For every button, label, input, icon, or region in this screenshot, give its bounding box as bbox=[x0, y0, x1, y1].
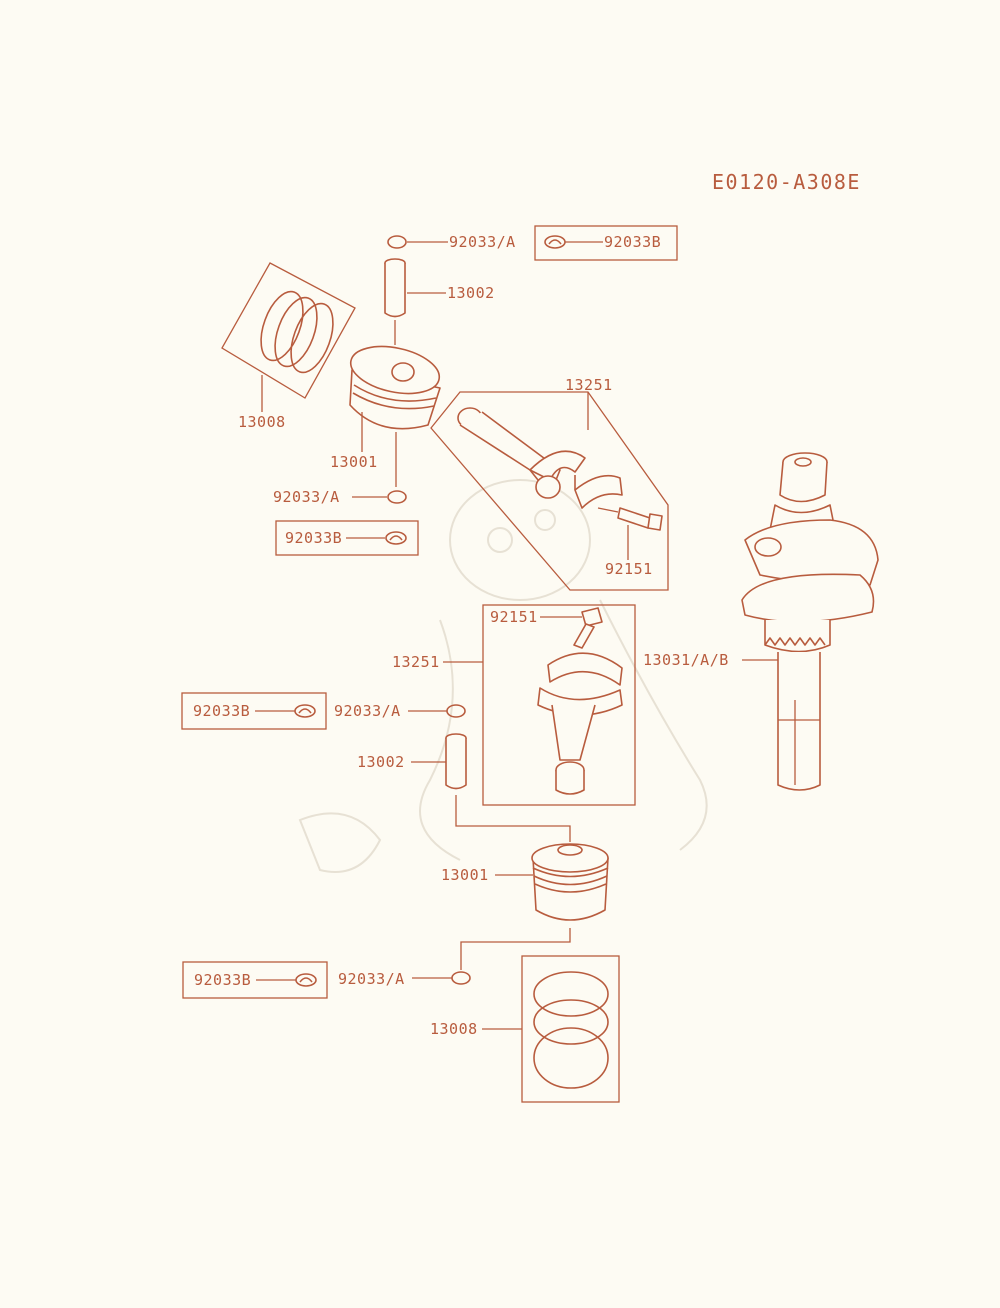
piston-lower-icon bbox=[531, 843, 609, 921]
label-rings-lower: 13008 bbox=[430, 1020, 478, 1038]
diagram-code: E0120-A308E bbox=[712, 170, 861, 194]
connecting-rod-top-icon bbox=[457, 407, 623, 509]
circlip-b-top-lower-box bbox=[275, 520, 419, 556]
label-bolt-lower: 92151 bbox=[490, 608, 538, 626]
label-circlip-b-bottom: 92033B bbox=[194, 971, 251, 989]
circlip-bottom-icon bbox=[451, 971, 471, 985]
label-rings-top: 13008 bbox=[238, 413, 286, 431]
crankshaft-icon bbox=[741, 452, 879, 791]
label-circlip-b-mid: 92033B bbox=[193, 702, 250, 720]
label-circlip-b-top-lower: 92033B bbox=[285, 529, 342, 547]
circlip-b-mid-icon bbox=[294, 704, 316, 718]
label-bolt-top: 92151 bbox=[605, 560, 653, 578]
bolt-lower-icon bbox=[573, 607, 603, 649]
label-pin-top: 13002 bbox=[447, 284, 495, 302]
label-rod-top: 13251 bbox=[565, 376, 613, 394]
label-rod-lower: 13251 bbox=[392, 653, 440, 671]
piston-rings-top-icon bbox=[260, 290, 334, 374]
label-pin-lower: 13002 bbox=[357, 753, 405, 771]
circlip-mid-icon bbox=[446, 704, 466, 718]
bolt-top-icon bbox=[617, 507, 663, 531]
piston-pin-top-icon bbox=[384, 258, 406, 318]
label-circlip-mid: 92033/A bbox=[334, 702, 401, 720]
label-circlip-b-top: 92033B bbox=[604, 233, 661, 251]
rings-top-box bbox=[221, 262, 356, 399]
label-circlip-top-lower: 92033/A bbox=[273, 488, 340, 506]
circlip-top-lower-icon bbox=[387, 490, 407, 504]
circlip-b-bottom-icon bbox=[295, 973, 317, 987]
label-circlip-top: 92033/A bbox=[449, 233, 516, 251]
label-crankshaft: 13031/A/B bbox=[643, 651, 729, 669]
piston-pin-lower-icon bbox=[445, 733, 467, 790]
label-circlip-bottom: 92033/A bbox=[338, 970, 405, 988]
circlip-top-icon bbox=[387, 235, 407, 249]
rod-top-box bbox=[430, 391, 669, 591]
piston-top-icon bbox=[349, 345, 441, 430]
label-piston-lower: 13001 bbox=[441, 866, 489, 884]
circlip-b-mid-box bbox=[181, 692, 327, 730]
circlip-b-bottom-box bbox=[182, 961, 328, 999]
circlip-b-top-icon bbox=[544, 235, 566, 249]
connecting-rod-lower-icon bbox=[537, 652, 623, 795]
watermark-mascot bbox=[298, 479, 708, 873]
piston-rings-lower-icon bbox=[533, 971, 609, 1089]
circlip-b-top-box bbox=[534, 225, 678, 261]
label-piston-top: 13001 bbox=[330, 453, 378, 471]
rod-lower-box bbox=[482, 604, 636, 806]
circlip-b-top-lower-icon bbox=[385, 531, 407, 545]
